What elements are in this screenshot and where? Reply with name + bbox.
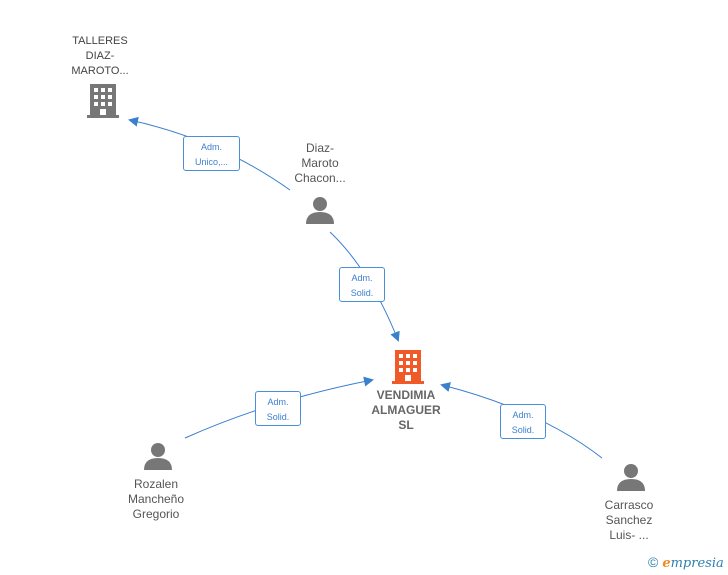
person-icon-carrasco[interactable] bbox=[617, 464, 645, 491]
node-label-diaz[interactable]: Diaz- Maroto Chacon... bbox=[294, 141, 346, 185]
person-icon-rozalen[interactable] bbox=[144, 443, 172, 470]
main-building-icon[interactable] bbox=[392, 350, 424, 384]
building-icon[interactable] bbox=[87, 84, 119, 118]
edge-label-rozalen-vendimia[interactable]: Adm. Solid. bbox=[255, 391, 301, 426]
edge-label-carrasco-vendimia[interactable]: Adm. Solid. bbox=[500, 404, 546, 439]
node-label-rozalen[interactable]: Rozalen Mancheño Gregorio bbox=[127, 477, 185, 521]
node-label-carrasco[interactable]: Carrasco Sanchez Luis- ... bbox=[604, 498, 654, 542]
node-label-talleres[interactable]: TALLERES DIAZ- MAROTO... bbox=[71, 35, 129, 77]
person-icon-diaz[interactable] bbox=[306, 197, 334, 224]
edge-label-diaz-vendimia[interactable]: Adm. Solid. bbox=[339, 267, 385, 302]
edge-label-diaz-talleres[interactable]: Adm. Unico,... bbox=[183, 136, 240, 171]
brand-logo[interactable]: ©empresia bbox=[648, 554, 724, 571]
brand-initial: e bbox=[662, 556, 671, 571]
node-label-vendimia[interactable]: VENDIMIA ALMAGUER SL bbox=[371, 388, 441, 432]
brand-name: mpresia bbox=[670, 556, 724, 571]
copyright-symbol: © bbox=[648, 554, 659, 570]
